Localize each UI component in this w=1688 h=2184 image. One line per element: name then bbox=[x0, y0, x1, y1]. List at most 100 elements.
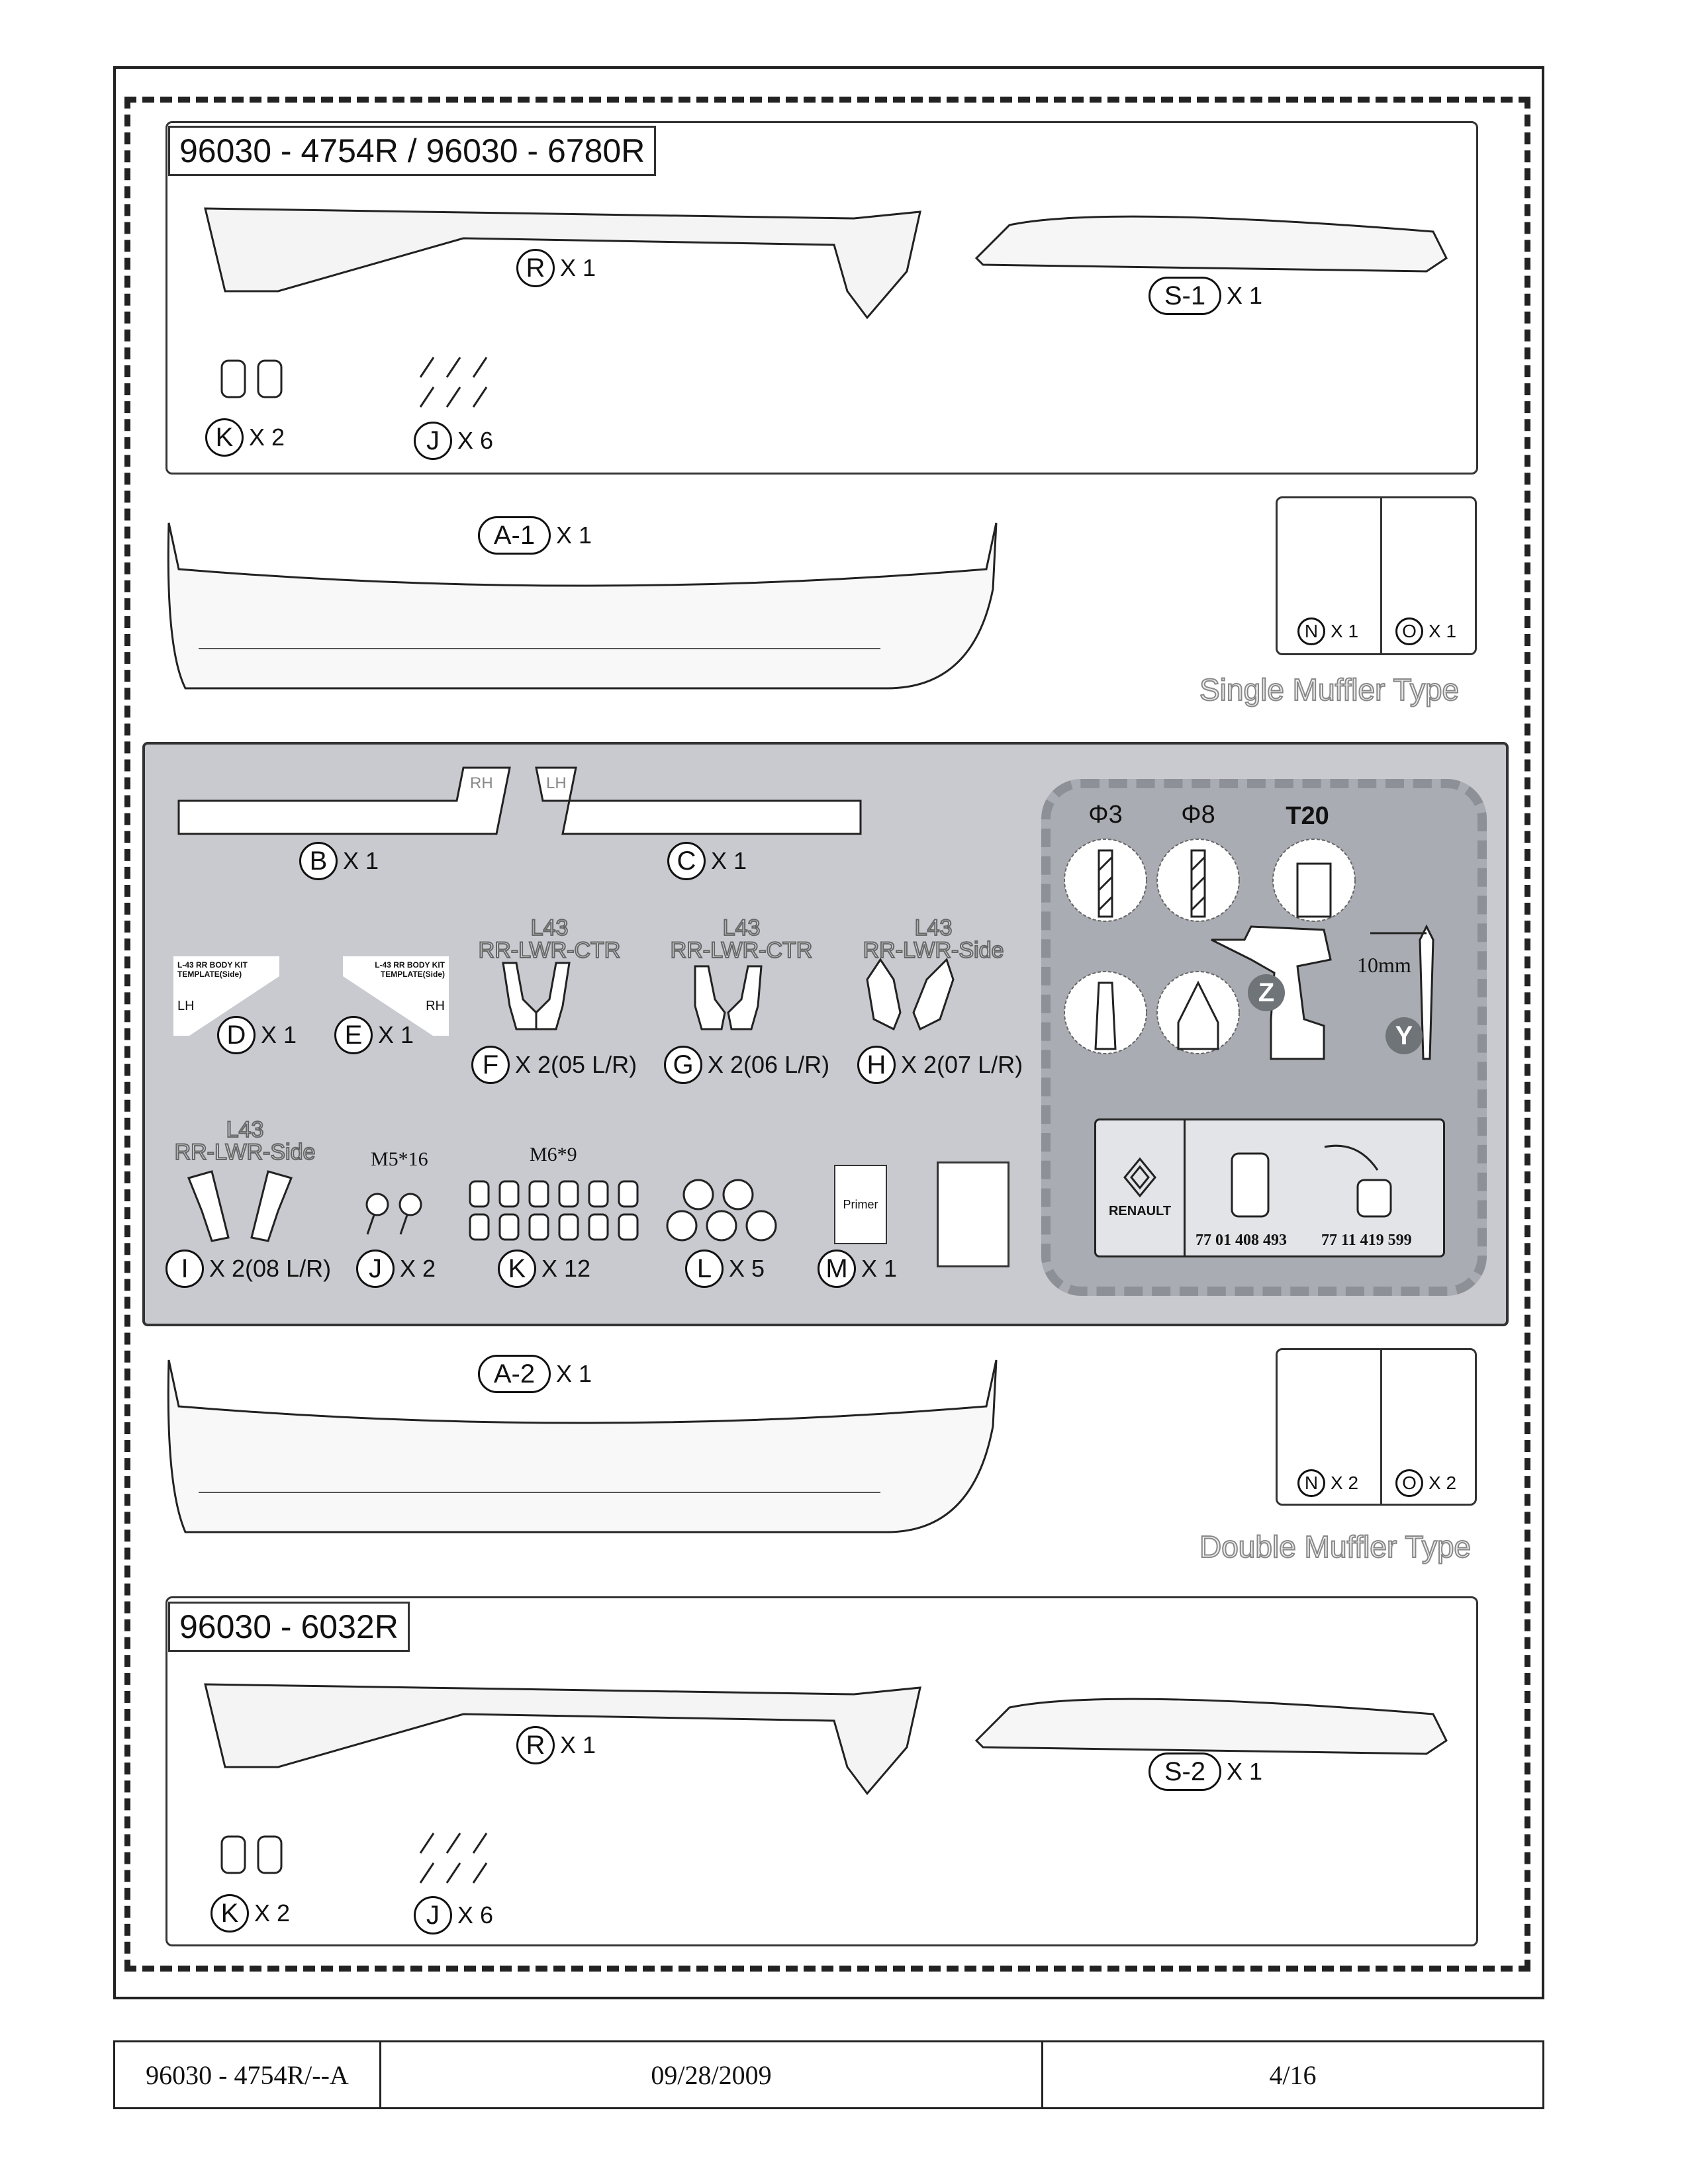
part-letter: K bbox=[205, 418, 244, 457]
wrench-size-label: 10mm bbox=[1357, 953, 1411, 977]
kit-top-box bbox=[165, 121, 1478, 475]
single-muffler-label: Single Muffler Type bbox=[1199, 672, 1460, 707]
part-qty: X 2(07 L/R) bbox=[901, 1051, 1023, 1078]
spec-j: M5*16 bbox=[371, 1148, 428, 1170]
brand-label: RENAULT bbox=[1108, 1203, 1172, 1218]
spec-k: M6*9 bbox=[530, 1144, 577, 1165]
screws-j3-drawing bbox=[419, 1833, 488, 1884]
kit-top-title: 96030 - 4754R / 96030 - 6780R bbox=[168, 126, 657, 176]
part-letter: R bbox=[516, 1726, 555, 1764]
footer-table: 96030 - 4754R/--A 09/28/2009 4/16 bbox=[113, 2040, 1544, 2109]
dashed-border bbox=[124, 97, 1530, 1972]
bumper-a2-drawing bbox=[167, 1359, 998, 1533]
clips-k-drawing bbox=[220, 359, 283, 398]
spray-part-number: 77 01 408 493 bbox=[1196, 1232, 1287, 1249]
template-text: L-43 RR BODY KIT TEMPLATE(Side) bbox=[177, 960, 248, 979]
part-letter: S-1 bbox=[1149, 277, 1221, 315]
rear-diffuser-r2-drawing bbox=[204, 1683, 921, 1796]
part-letter: S-2 bbox=[1149, 1752, 1221, 1791]
primer-bag: Primer bbox=[834, 1165, 887, 1244]
drill-bit-icon bbox=[1094, 849, 1332, 1050]
part-letter: L bbox=[685, 1250, 724, 1288]
bumper-a1-drawing bbox=[167, 522, 998, 690]
part-letter: A-2 bbox=[478, 1355, 551, 1393]
template-side: LH bbox=[177, 999, 195, 1013]
part-qty: X 2 bbox=[400, 1255, 436, 1282]
lip-s1-drawing bbox=[974, 215, 1448, 273]
primer-part-number: 77 11 419 599 bbox=[1321, 1232, 1412, 1249]
tag-rh: RH bbox=[470, 774, 493, 792]
part-qty: X 1 bbox=[261, 1021, 297, 1048]
renault-logo-icon bbox=[1123, 1157, 1156, 1197]
part-qty: X 6 bbox=[457, 427, 494, 454]
torx-label: T20 bbox=[1286, 802, 1329, 830]
part-qty: X 2(08 L/R) bbox=[209, 1255, 332, 1282]
part-letter: J bbox=[414, 1896, 452, 1934]
part-qty: X 6 bbox=[457, 1901, 494, 1929]
part-qty: X 1 bbox=[560, 1731, 596, 1758]
lip-s2-drawing bbox=[974, 1698, 1448, 1755]
part-letter: G bbox=[664, 1046, 702, 1084]
part-letter: M bbox=[818, 1250, 856, 1288]
part-letter: H bbox=[857, 1046, 896, 1084]
kit-bottom-title: 96030 - 6032R bbox=[168, 1602, 410, 1652]
brackets-bc-drawing bbox=[177, 766, 862, 835]
part-qty: X 12 bbox=[541, 1255, 591, 1282]
part-qty: X 2 bbox=[254, 1899, 291, 1927]
tag-lh: LH bbox=[546, 774, 567, 792]
primer-products-box: RENAULT 77 01 408 493 77 11 419 599 bbox=[1094, 1118, 1445, 1257]
part-qty: X 1 bbox=[556, 1360, 592, 1387]
drill-8-label: Φ8 bbox=[1181, 801, 1215, 829]
part-letter: B bbox=[299, 842, 338, 880]
label-g2: RR-LWR-CTR bbox=[670, 938, 814, 963]
part-qty: X 2 bbox=[249, 424, 285, 451]
part-letter: K bbox=[211, 1894, 249, 1933]
label-g1: L43 bbox=[722, 915, 761, 940]
footer-page-number: 4/16 bbox=[1269, 2060, 1317, 2090]
part-qty: X 1 bbox=[711, 847, 747, 874]
screws-j2-drawing bbox=[365, 1193, 422, 1235]
part-qty: X 5 bbox=[729, 1255, 765, 1282]
part-letter: F bbox=[471, 1046, 510, 1084]
part-qty: X 2(05 L/R) bbox=[515, 1051, 637, 1078]
part-letter: J bbox=[414, 422, 452, 460]
part-letter: O bbox=[1395, 617, 1423, 645]
label-h1: L43 bbox=[914, 915, 953, 940]
part-qty: X 1 bbox=[560, 254, 596, 281]
clips-k12-drawing bbox=[469, 1180, 639, 1241]
bits-drawing bbox=[1064, 839, 1356, 1054]
part-letter: E bbox=[334, 1016, 373, 1054]
part-letter: C bbox=[667, 842, 706, 880]
part-letter: D bbox=[217, 1016, 256, 1054]
part-qty: X 2 bbox=[1429, 1473, 1457, 1493]
part-qty: X 1 bbox=[343, 847, 379, 874]
double-muffler-label: Double Muffler Type bbox=[1199, 1529, 1472, 1565]
label-i2: RR-LWR-Side bbox=[174, 1140, 316, 1165]
part-qty: X 1 bbox=[1227, 1758, 1263, 1785]
label-h2: RR-LWR-Side bbox=[863, 938, 1005, 963]
spray-and-primer-icons bbox=[1231, 1144, 1392, 1218]
clips-k2-drawing bbox=[220, 1835, 283, 1874]
template-text: L-43 RR BODY KIT TEMPLATE(Side) bbox=[375, 960, 445, 979]
part-qty: X 1 bbox=[378, 1021, 414, 1048]
wrench-letter-badge: Y bbox=[1385, 1017, 1423, 1054]
part-letter: N bbox=[1297, 1469, 1325, 1497]
rear-diffuser-r-drawing bbox=[204, 207, 921, 320]
